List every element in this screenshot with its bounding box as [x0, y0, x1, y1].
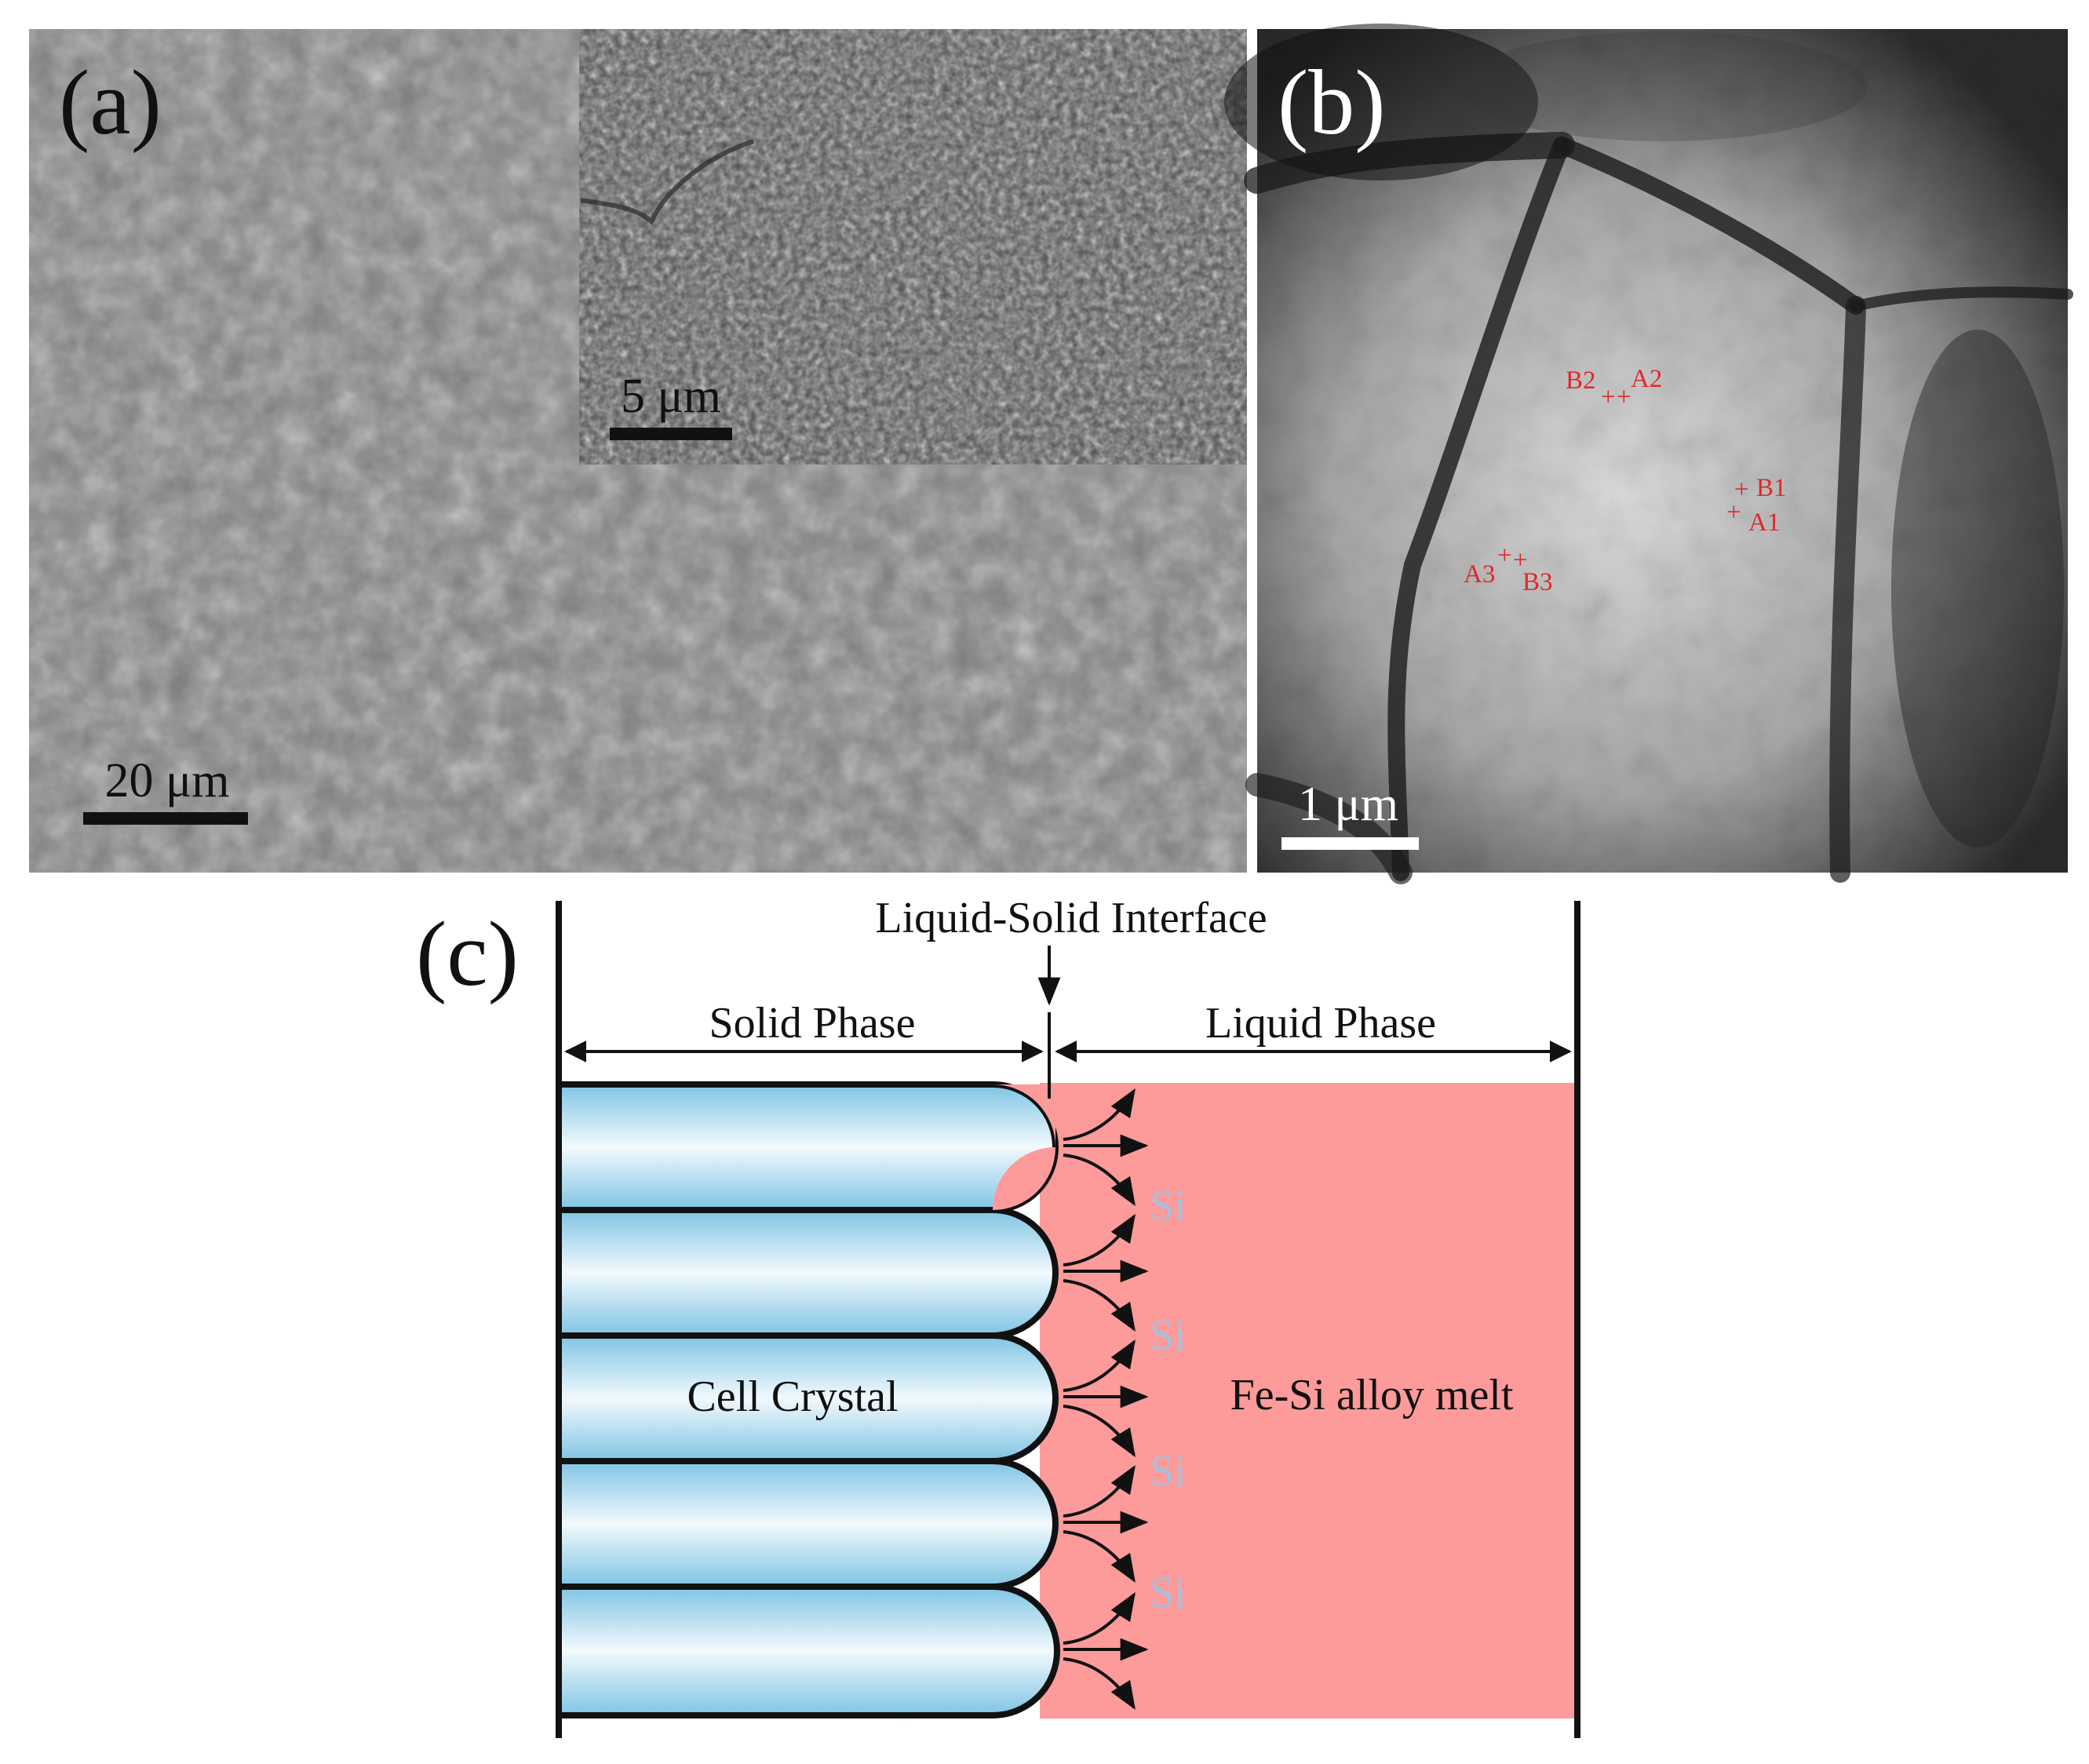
- point-label-a3: A3: [1464, 560, 1495, 589]
- diffusion-arrows: [1063, 1088, 1149, 1711]
- cell-crystal-label: Cell Crystal: [687, 1372, 898, 1421]
- panel-a-sem-image: (a) 5 μm 20 μm: [29, 29, 1247, 873]
- tem-measurement-points: B2 A2 + + + B1 + A1 A3 + + B3: [1464, 365, 1787, 596]
- panel-b-tem-image: (b) B2 A2 + + + B1 + A1 A3 + + B3 1 μm: [1224, 24, 2073, 884]
- diffusion-arrow: [1063, 1591, 1136, 1645]
- cell-crystal: [556, 1584, 1060, 1718]
- scale-bar-label: 20 μm: [105, 754, 230, 807]
- point-label-a2: A2: [1631, 365, 1662, 393]
- cell-crystal: [556, 1207, 1059, 1339]
- inset-scale-bar-label: 5 μm: [621, 370, 721, 423]
- cell-crystal: [556, 1081, 1059, 1213]
- panel-c-label: (c): [416, 902, 519, 1005]
- si-label: Si: [1150, 1182, 1187, 1230]
- panel-a-label: (a): [59, 51, 162, 154]
- solid-phase-label: Solid Phase: [709, 999, 916, 1048]
- point-marker: +: [1601, 383, 1616, 411]
- tem-dark-region: [1224, 24, 1538, 180]
- scale-bar: [83, 812, 248, 825]
- cell-crystal: [556, 1458, 1059, 1590]
- point-label-a1: A1: [1748, 508, 1780, 537]
- cell-crystal: [556, 1332, 1059, 1464]
- diffusion-arrow: [1063, 1088, 1136, 1141]
- diffusion-arrow: [1063, 1530, 1136, 1584]
- si-label: Si: [1150, 1447, 1187, 1496]
- point-marker: +: [1617, 383, 1631, 411]
- diffusion-arrow: [1063, 1279, 1136, 1332]
- tem-dark-region: [1891, 330, 2064, 847]
- panel-c-diagram: (c) Liquid-Solid Interface Solid Phase L: [416, 894, 1580, 1738]
- tem-dark-region: [1460, 31, 1868, 141]
- interface-label: Liquid-Solid Interface: [875, 894, 1267, 942]
- point-marker: +: [1734, 476, 1749, 504]
- interface-melt-fill: [993, 1084, 1055, 1210]
- point-marker: +: [1497, 541, 1512, 570]
- tem-scale-bar: [1281, 837, 1419, 850]
- point-marker: +: [1513, 546, 1528, 574]
- si-label: Si: [1150, 1569, 1187, 1617]
- diffusion-arrow: [1063, 1657, 1136, 1711]
- diffusion-arrow: [1063, 1213, 1136, 1267]
- point-label-b1: B1: [1756, 474, 1787, 502]
- liquid-phase-label: Liquid Phase: [1205, 999, 1436, 1048]
- point-label-b2: B2: [1566, 366, 1596, 395]
- inset-grain-boundary: [580, 139, 754, 225]
- sem-inset-texture: [579, 29, 1247, 465]
- si-label: Si: [1150, 1311, 1187, 1360]
- diffusion-arrow: [1063, 1405, 1136, 1458]
- diffusion-arrow: [1063, 1464, 1136, 1518]
- point-label-b3: B3: [1522, 568, 1553, 596]
- point-marker: +: [1726, 498, 1741, 527]
- inset-scale-bar: [610, 428, 732, 440]
- melt-label: Fe-Si alloy melt: [1230, 1371, 1514, 1420]
- tem-scale-bar-label: 1 μm: [1298, 778, 1398, 831]
- tem-grain-boundaries: [1244, 132, 2073, 884]
- panel-b-label: (b): [1278, 51, 1386, 154]
- diffusion-arrow: [1063, 1339, 1136, 1392]
- diffusion-arrow: [1063, 1154, 1136, 1207]
